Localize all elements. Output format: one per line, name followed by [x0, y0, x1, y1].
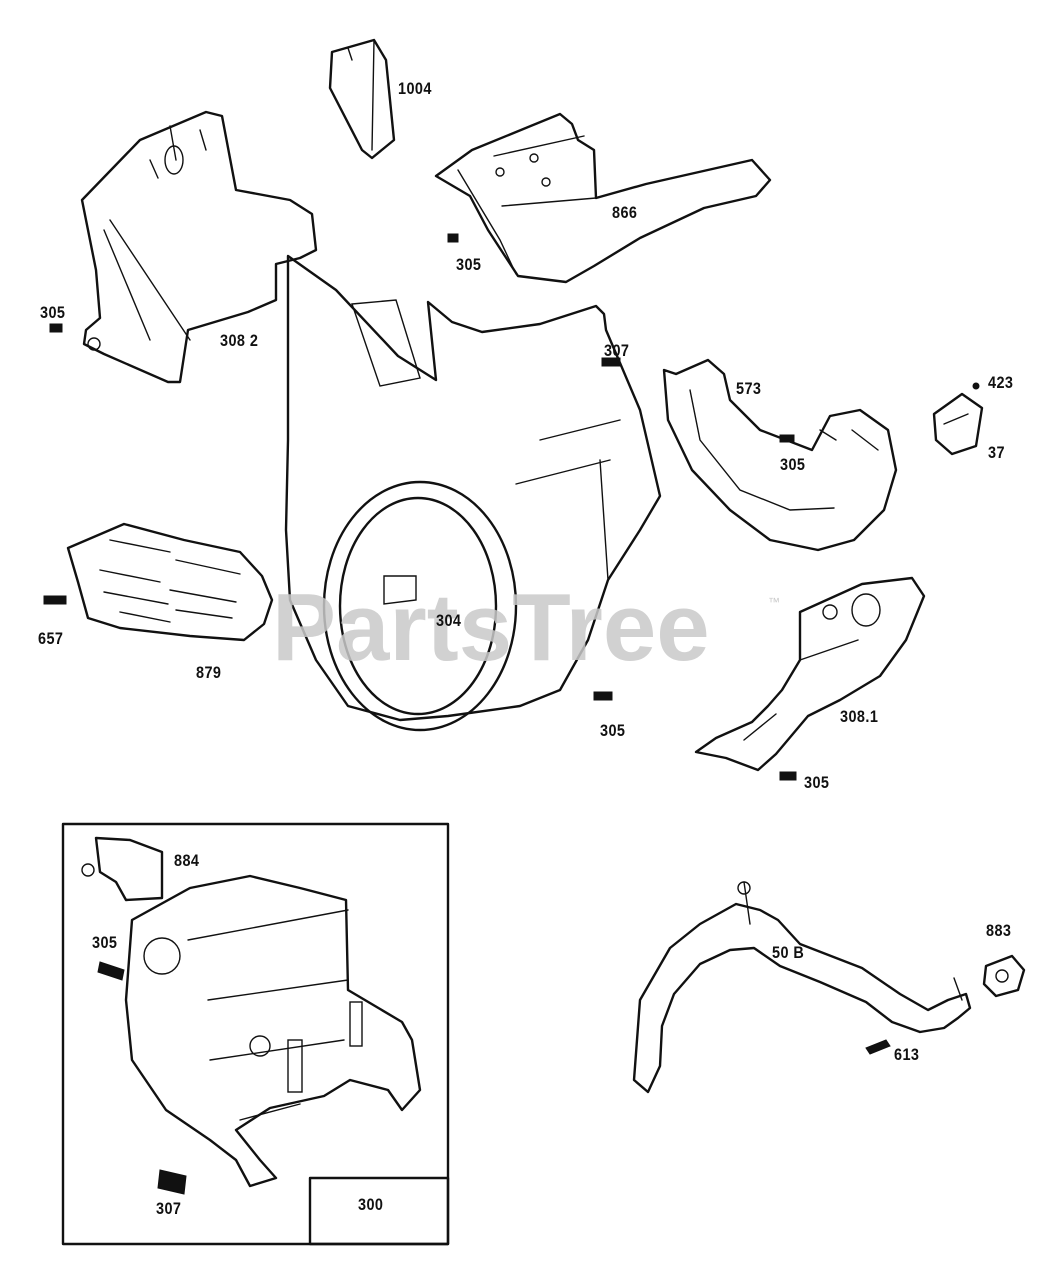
part-label-1004[interactable]: 1004: [398, 79, 432, 98]
part-label-305-e[interactable]: 305: [804, 773, 830, 792]
part-label-613[interactable]: 613: [894, 1045, 920, 1064]
part-label-307-b[interactable]: 307: [156, 1199, 182, 1218]
part-label-305-a[interactable]: 305: [456, 255, 482, 274]
part-label-304[interactable]: 304: [436, 611, 462, 630]
part-label-305-d[interactable]: 305: [600, 721, 626, 740]
part-label-657[interactable]: 657: [38, 629, 64, 648]
part-label-308-1[interactable]: 308.1: [840, 707, 879, 726]
part-label-305-f[interactable]: 305: [92, 933, 118, 952]
inset-box-drawing: [61, 822, 450, 1246]
part-50b-drawing: [632, 881, 1026, 1094]
part-label-883[interactable]: 883: [986, 921, 1012, 940]
part-label-308-2[interactable]: 308 2: [220, 331, 259, 350]
part-879-drawing: [66, 522, 274, 642]
watermark-trademark: ™: [768, 595, 780, 609]
part-label-423[interactable]: 423: [988, 373, 1014, 392]
part-308-2-drawing: [80, 110, 318, 384]
part-304-drawing: [284, 254, 662, 732]
part-label-305-b[interactable]: 305: [40, 303, 66, 322]
part-label-300[interactable]: 300: [358, 1195, 384, 1214]
part-37-drawing: [932, 392, 984, 456]
part-label-50b[interactable]: 50 B: [772, 943, 805, 962]
part-label-879[interactable]: 879: [196, 663, 222, 682]
part-573-drawing: [662, 358, 898, 552]
part-308-1-drawing: [694, 576, 926, 772]
part-label-307-a[interactable]: 307: [604, 341, 630, 360]
part-label-305-c[interactable]: 305: [780, 455, 806, 474]
part-1004-drawing: [328, 38, 396, 160]
part-866-drawing: [434, 112, 772, 284]
part-label-866[interactable]: 866: [612, 203, 638, 222]
part-label-37[interactable]: 37: [988, 443, 1005, 462]
watermark: PartsTree: [272, 574, 710, 681]
part-label-573[interactable]: 573: [736, 379, 762, 398]
part-label-884[interactable]: 884: [174, 851, 200, 870]
